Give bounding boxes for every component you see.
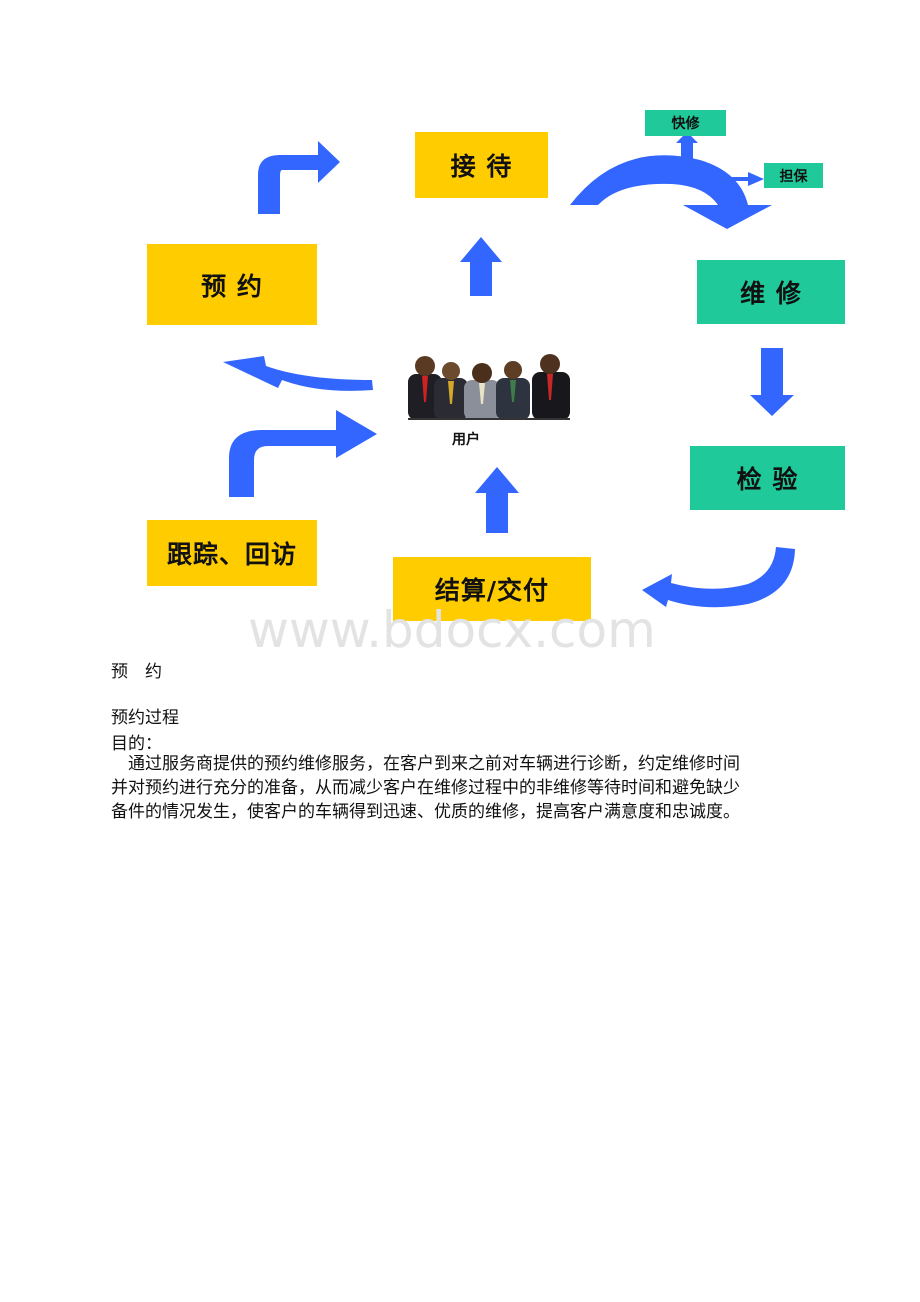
diagram-arrows: [223, 132, 795, 608]
up-arrow-to-reception: [460, 237, 502, 296]
repair-box: 维 修: [697, 260, 845, 324]
curved-arrow-inspection-to-settlement: [642, 547, 795, 608]
sub-title: 预约过程: [111, 708, 179, 728]
section-title: 预 约: [111, 662, 162, 682]
right-arrow-to-warranty: [700, 172, 764, 186]
curved-arrow-reception-to-repair: [570, 155, 772, 229]
curved-arrow-user-to-appointment: [223, 356, 373, 391]
watermark: www.bdocx.com: [248, 601, 656, 659]
paragraph-line: 并对预约进行充分的准备，从而减少客户在维修过程中的非维修等待时间和避免缺少: [111, 778, 740, 798]
followup-box: 跟踪、回访: [147, 520, 317, 586]
up-arrow-to-quick-repair: [676, 132, 698, 164]
settlement-box: 结算/交付: [393, 557, 591, 621]
reception-box: 接 待: [415, 132, 548, 198]
paragraph-line: 通过服务商提供的预约维修服务，在客户到来之前对车辆进行诊断，约定维修时间: [111, 754, 740, 774]
curved-arrow-followup-to-user: [229, 410, 377, 497]
quick-repair-box: 快修: [645, 110, 726, 136]
user-group-image: [408, 354, 570, 420]
purpose-label: 目的：: [111, 734, 162, 754]
paragraph-line: 备件的情况发生，使客户的车辆得到迅速、优质的维修，提高客户满意度和忠诚度。: [111, 802, 740, 822]
curved-arrow-appointment-to-reception: [258, 141, 340, 214]
purpose-paragraph: 通过服务商提供的预约维修服务，在客户到来之前对车辆进行诊断，约定维修时间 并对预…: [111, 752, 811, 824]
up-arrow-to-user: [475, 467, 519, 533]
inspection-box: 检 验: [690, 446, 845, 510]
service-cycle-diagram: 接 待 预 约 维 修 检 验 跟踪、回访 结算/交付 快修 担保 用户: [0, 0, 920, 640]
warranty-box: 担保: [764, 163, 823, 188]
appointment-box: 预 约: [147, 244, 317, 325]
down-arrow-to-inspection: [750, 348, 794, 416]
user-label: 用户: [452, 432, 480, 448]
